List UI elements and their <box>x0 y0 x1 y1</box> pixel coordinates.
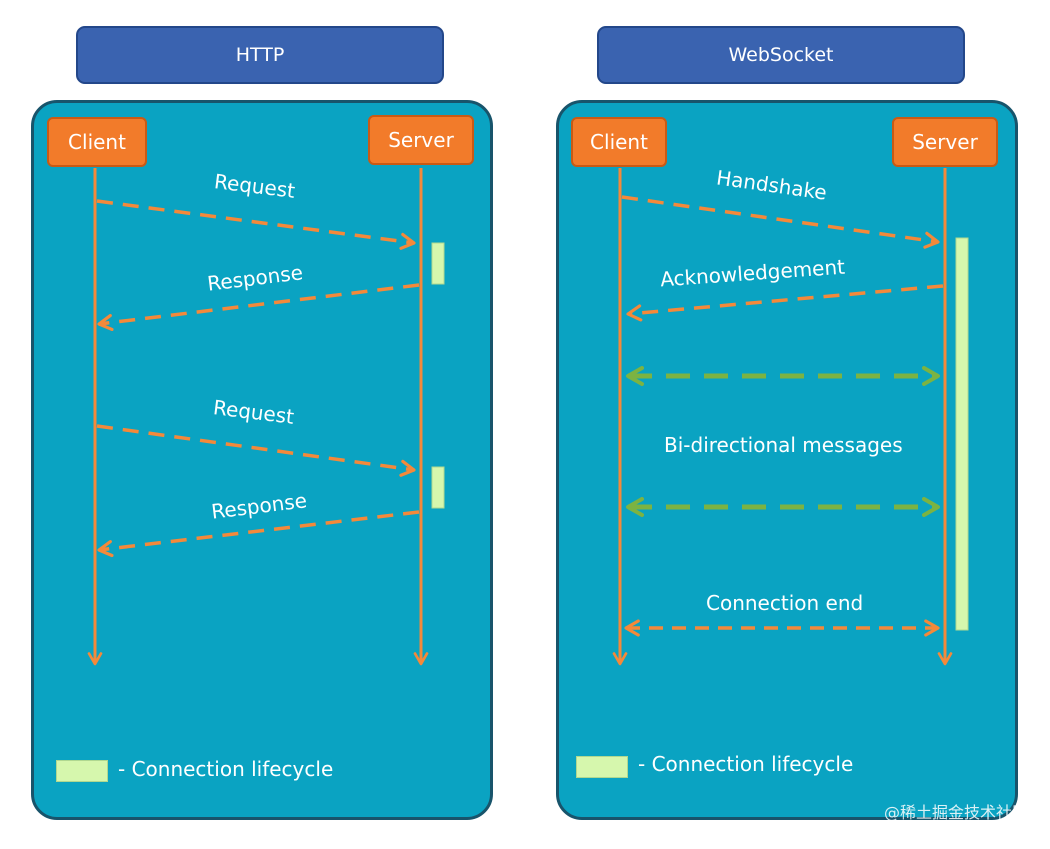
http-legend-swatch <box>56 760 108 782</box>
http-panel <box>31 100 493 820</box>
http-client-box: Client <box>47 117 147 167</box>
websocket-title: WebSocket <box>597 26 965 84</box>
http-response-arrow-1 <box>97 283 420 332</box>
ws-lifecycle-bar <box>955 237 969 631</box>
http-legend-label: - Connection lifecycle <box>118 757 334 781</box>
ws-bidirectional-label: Bi-directional messages <box>664 433 903 457</box>
http-response-arrow-2 <box>97 510 420 558</box>
http-server-box: Server <box>368 115 474 165</box>
http-title: HTTP <box>76 26 444 84</box>
http-request-arrow-2 <box>96 424 416 477</box>
ws-acknowledgement-arrow <box>626 284 944 322</box>
ws-legend-swatch <box>576 756 628 778</box>
http-request-arrow-1 <box>96 199 416 250</box>
ws-client-box: Client <box>571 117 667 167</box>
ws-legend-label: - Connection lifecycle <box>638 752 854 776</box>
http-lifecycle-bar-1 <box>431 242 445 285</box>
ws-handshake-arrow <box>621 195 940 249</box>
http-lifecycle-bar-2 <box>431 466 445 509</box>
watermark: @稀土掘金技术社区 <box>883 803 1028 822</box>
ws-server-box: Server <box>892 117 998 167</box>
ws-connection-end-label: Connection end <box>706 591 864 615</box>
